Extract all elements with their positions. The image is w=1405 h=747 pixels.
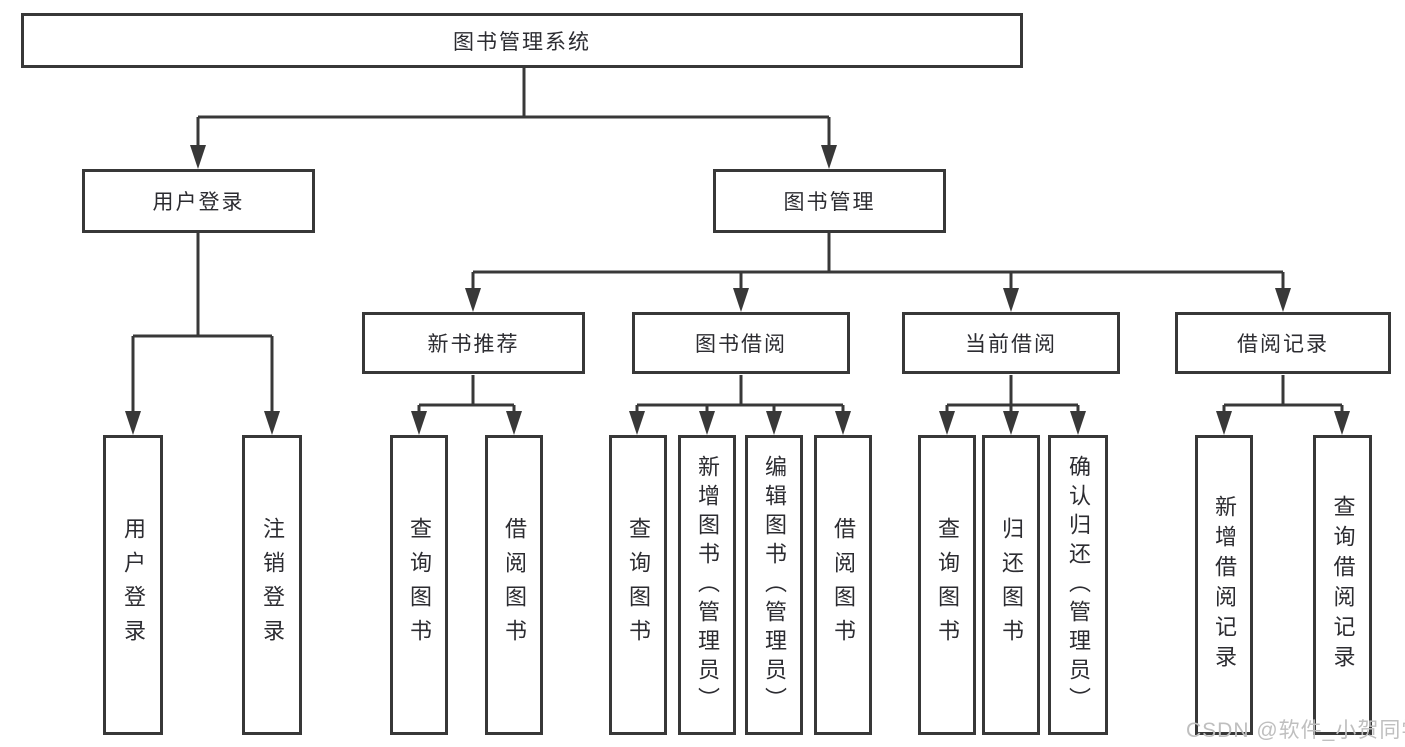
leaf-edit-book-admin-label: 编辑图书（管理员）	[762, 454, 787, 716]
node-borrow-records: 借阅记录	[1175, 312, 1391, 374]
watermark: CSDN @软件_小贺同学	[1186, 719, 1405, 742]
leaf-query-borrow-record: 查询借阅记录	[1313, 435, 1372, 735]
node-book-borrow: 图书借阅	[632, 312, 850, 374]
leaf-logout: 注销登录	[242, 435, 302, 735]
node-book-borrow-label: 图书借阅	[695, 333, 787, 356]
leaf-user-login-label: 用户登录	[121, 517, 146, 653]
node-book-management: 图书管理	[713, 169, 946, 233]
leaf-user-login: 用户登录	[103, 435, 163, 735]
node-root-label: 图书管理系统	[453, 30, 591, 54]
leaf-query-books-1-label: 查询图书	[407, 517, 432, 653]
leaf-query-books-3-label: 查询图书	[935, 517, 960, 653]
leaf-confirm-return-admin-label: 确认归还（管理员）	[1066, 454, 1091, 716]
leaf-borrow-books-2-label: 借阅图书	[831, 517, 856, 653]
leaf-logout-label: 注销登录	[260, 517, 285, 653]
leaf-add-book-admin-label: 新增图书（管理员）	[695, 454, 720, 716]
leaf-borrow-books-1-label: 借阅图书	[502, 517, 527, 653]
leaf-return-book-label: 归还图书	[999, 517, 1024, 653]
node-current-borrow: 当前借阅	[902, 312, 1120, 374]
leaf-query-books-3: 查询图书	[918, 435, 976, 735]
node-borrow-records-label: 借阅记录	[1237, 333, 1329, 356]
node-user-login-label: 用户登录	[152, 191, 245, 214]
leaf-add-borrow-record-label: 新增借阅记录	[1212, 495, 1237, 675]
leaf-add-book-admin: 新增图书（管理员）	[678, 435, 736, 735]
leaf-query-books-1: 查询图书	[390, 435, 448, 735]
leaf-query-books-2: 查询图书	[609, 435, 667, 735]
leaf-return-book: 归还图书	[982, 435, 1040, 735]
node-book-management-label: 图书管理	[783, 191, 876, 214]
leaf-add-borrow-record: 新增借阅记录	[1195, 435, 1253, 735]
leaf-edit-book-admin: 编辑图书（管理员）	[745, 435, 803, 735]
node-root: 图书管理系统	[21, 13, 1023, 68]
leaf-borrow-books-2: 借阅图书	[814, 435, 872, 735]
arrowheads	[125, 145, 1350, 435]
leaf-query-borrow-record-label: 查询借阅记录	[1330, 495, 1356, 675]
leaf-confirm-return-admin: 确认归还（管理员）	[1048, 435, 1108, 735]
node-new-book-recommend: 新书推荐	[362, 312, 585, 374]
node-current-borrow-label: 当前借阅	[965, 333, 1057, 356]
node-new-book-recommend-label: 新书推荐	[427, 333, 520, 356]
leaf-query-books-2-label: 查询图书	[626, 517, 651, 653]
leaf-borrow-books-1: 借阅图书	[485, 435, 543, 735]
node-user-login: 用户登录	[82, 169, 315, 233]
